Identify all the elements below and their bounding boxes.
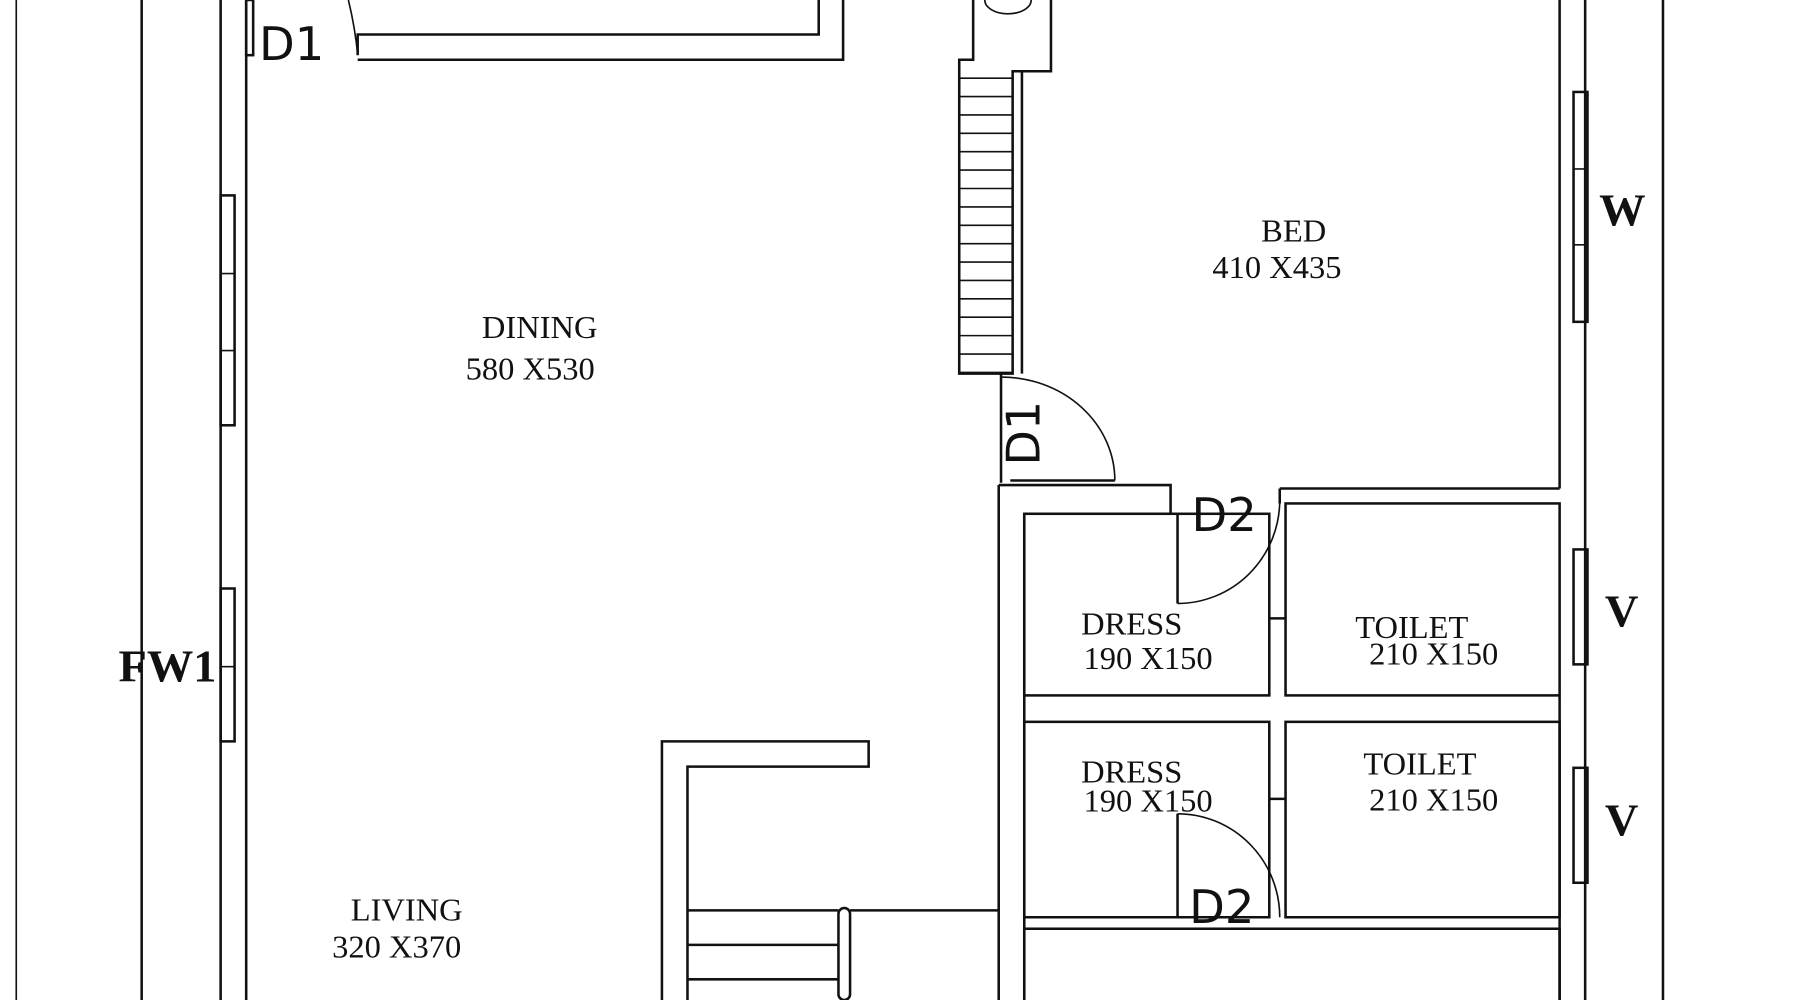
- room-name-dress-2: DRESS: [1081, 754, 1182, 790]
- window-label-v2: V: [1605, 795, 1639, 846]
- window-label-fw1: FW1: [118, 641, 216, 692]
- room-size-living: 320 X370: [332, 929, 461, 965]
- room-size-dining: 580 X530: [466, 350, 595, 386]
- room-size-dress-2: 190 X150: [1083, 783, 1212, 819]
- door-label-d2-lower: D2: [1189, 880, 1254, 934]
- door-label-d1-top: D1: [259, 17, 324, 71]
- room-size-toilet-1: 210 X150: [1369, 636, 1498, 672]
- door-label-d1-bed: D1: [996, 401, 1050, 466]
- dress-toilet-rooms: [1022, 499, 1561, 1000]
- room-size-toilet-2: 210 X150: [1369, 781, 1498, 817]
- left-windows: [219, 194, 236, 743]
- room-size-bed: 410 X435: [1212, 249, 1341, 285]
- room-name-living: LIVING: [351, 892, 463, 928]
- window-label-v1: V: [1605, 586, 1639, 637]
- room-name-toilet-2: TOILET: [1363, 746, 1476, 782]
- room-name-toilet-1: TOILET: [1355, 609, 1468, 645]
- left-wall: [219, 0, 248, 1000]
- top-counter: [244, 0, 845, 62]
- room-name-dining: DINING: [482, 309, 598, 345]
- room-name-dress-1: DRESS: [1081, 606, 1182, 642]
- outer-lines: [15, 0, 1665, 1000]
- bed-door-arc: [999, 373, 1116, 483]
- right-windows: [1572, 90, 1589, 885]
- top-stair: [957, 0, 1053, 375]
- bottom-stair: [660, 740, 999, 1000]
- door-label-d2-upper: D2: [1191, 488, 1256, 542]
- window-label-w: W: [1599, 184, 1645, 235]
- room-name-bed: BED: [1261, 213, 1326, 249]
- room-size-dress-1: 190 X150: [1083, 640, 1212, 676]
